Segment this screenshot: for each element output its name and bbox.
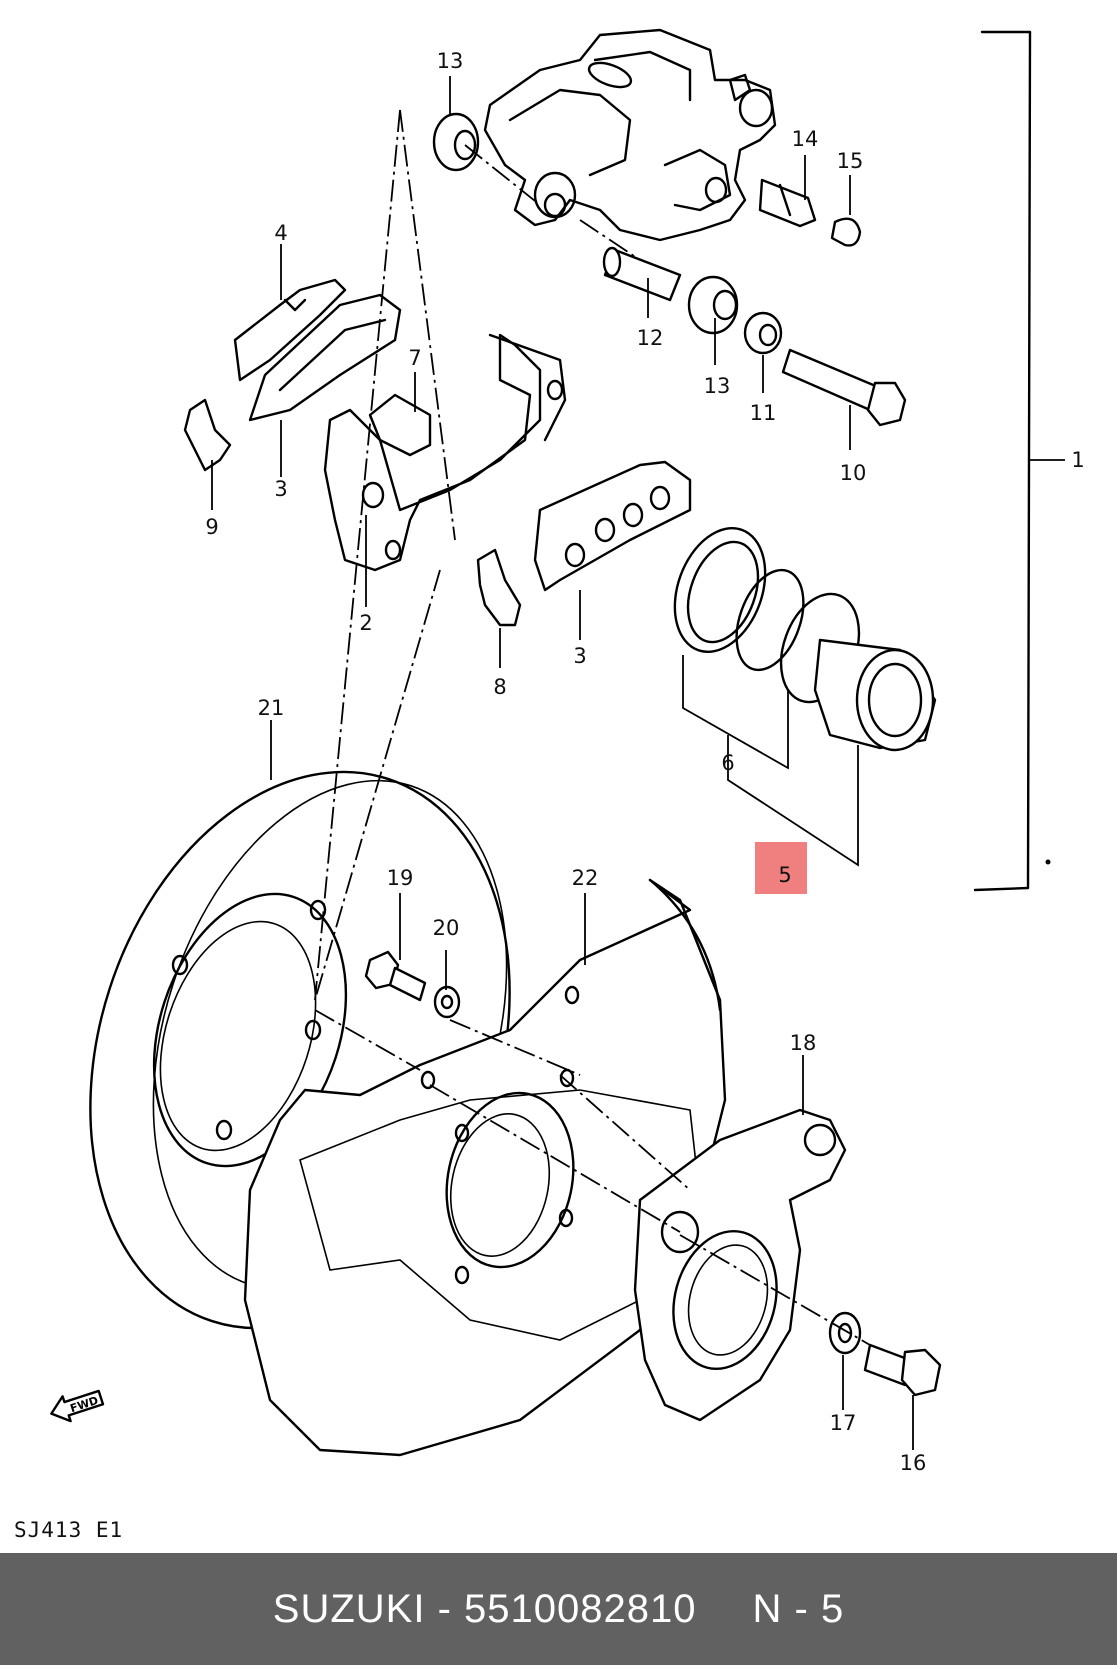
footer-bar: SUZUKI - 5510082810 N - 5	[0, 1553, 1117, 1665]
callout-3-lower: 3	[573, 644, 586, 668]
reference-label: N - 5	[752, 1586, 845, 1631]
pad-3-lower	[533, 460, 692, 592]
brand-name: SUZUKI	[272, 1586, 426, 1631]
callout-15: 15	[837, 149, 864, 173]
callout-13-top: 13	[437, 49, 464, 73]
highlight-box-5	[755, 842, 807, 894]
sleeve-12	[602, 246, 682, 302]
boot-13-top	[432, 112, 480, 172]
piston	[813, 638, 937, 752]
callout-16: 16	[900, 1451, 927, 1475]
caliper-carrier-2	[323, 333, 567, 572]
assembly-bracket	[973, 30, 1065, 892]
boot-11	[743, 311, 783, 355]
exploded-parts-diagram: 1 2 3 3 4 5 6 7 8 9 10 11 12 13 13 14 15…	[50, 28, 1085, 1475]
washer-17	[828, 1311, 862, 1355]
bleeder-screw-14	[758, 178, 817, 228]
svg-text:FWD: FWD	[68, 1394, 99, 1415]
kit-grouping-leaders	[682, 655, 859, 867]
callout-21: 21	[258, 696, 285, 720]
callout-11: 11	[750, 401, 777, 425]
washer-20	[433, 985, 461, 1019]
boot-13-lower	[687, 275, 739, 335]
callout-1: 1	[1071, 448, 1084, 472]
diagram-code: SJ413 E1	[14, 1518, 124, 1542]
pad-3-upper	[248, 293, 402, 422]
callout-8: 8	[493, 675, 506, 699]
alignment-lines	[314, 109, 871, 1346]
brand-separator: -	[437, 1586, 452, 1631]
caliper-body	[483, 28, 777, 242]
bolt-19	[364, 950, 427, 1002]
shim-4	[233, 278, 347, 382]
bolt-16	[863, 1343, 942, 1397]
callout-17: 17	[830, 1411, 857, 1435]
callout-18: 18	[790, 1031, 817, 1055]
fwd-arrow-icon: FWD	[50, 1389, 105, 1423]
callout-13-lower: 13	[704, 374, 731, 398]
callout-4: 4	[274, 221, 287, 245]
callout-3-upper: 3	[274, 477, 287, 501]
callout-leaders	[211, 76, 914, 1450]
callout-12: 12	[637, 326, 664, 350]
callout-9: 9	[205, 515, 218, 539]
clip-9	[183, 398, 232, 472]
clip-8	[476, 548, 522, 627]
callout-10: 10	[840, 461, 867, 485]
dust-shield	[243, 878, 727, 1457]
callout-6: 6	[721, 751, 734, 775]
part-number: 5510082810	[464, 1586, 697, 1631]
callout-7: 7	[408, 346, 421, 370]
bleeder-cap-15	[830, 217, 862, 247]
callout-2: 2	[359, 611, 372, 635]
callout-19: 19	[387, 866, 414, 890]
caliper-bracket	[633, 1108, 847, 1422]
piston-seal-kit-6	[673, 526, 861, 704]
callout-20: 20	[433, 916, 460, 940]
callout-22: 22	[572, 866, 599, 890]
callouts: 1 2 3 3 4 5 6 7 8 9 10 11 12 13 13 14 15…	[205, 49, 1084, 1475]
callout-14: 14	[792, 127, 819, 151]
callout-5: 5	[778, 863, 791, 887]
bolt-10	[781, 348, 907, 427]
